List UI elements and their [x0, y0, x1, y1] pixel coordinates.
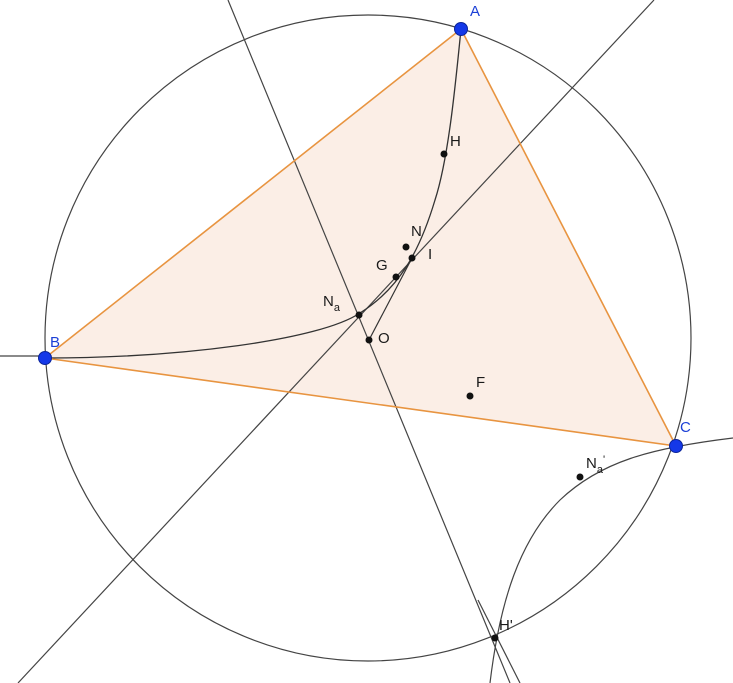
label-o: O — [378, 330, 390, 347]
line-through-hprime — [477, 599, 521, 683]
label-g: G — [376, 257, 388, 274]
point-h-prime[interactable] — [491, 634, 499, 642]
point-f[interactable] — [466, 392, 474, 400]
vertex-a[interactable] — [454, 22, 468, 36]
triangle-abc-fill — [45, 29, 676, 446]
label-na-sub: a — [334, 302, 341, 314]
point-na[interactable] — [355, 311, 363, 319]
label-b: B — [50, 334, 60, 351]
point-o[interactable] — [365, 336, 373, 344]
label-na-main: N — [323, 293, 334, 310]
point-i[interactable] — [408, 254, 416, 262]
side-ab — [44, 28, 462, 359]
label-na-prime-mark: ' — [603, 454, 605, 466]
side-ac — [460, 28, 677, 447]
label-h-prime: H' — [499, 617, 513, 634]
conic-branch-lower — [489, 437, 733, 683]
point-na-prime[interactable] — [576, 473, 584, 481]
point-h[interactable] — [440, 150, 448, 158]
label-na-prime-main: N — [586, 455, 597, 472]
label-na-prime: Na' — [586, 454, 605, 476]
segment-o-i — [368, 257, 413, 341]
label-h: H — [450, 133, 461, 150]
circumcircle — [44, 14, 692, 662]
label-f: F — [476, 374, 485, 391]
point-n[interactable] — [402, 243, 410, 251]
label-n: N — [411, 223, 422, 240]
conic-branch-main — [44, 28, 462, 359]
label-a: A — [470, 3, 480, 20]
point-g[interactable] — [392, 273, 400, 281]
label-na: Na — [323, 293, 341, 314]
label-c: C — [680, 419, 691, 436]
side-bc — [44, 357, 677, 447]
vertex-c[interactable] — [669, 439, 683, 453]
vertex-b[interactable] — [38, 351, 52, 365]
label-i: I — [428, 246, 432, 263]
line-na-g-i — [17, 0, 655, 683]
label-na-prime-sub: a — [597, 464, 604, 476]
